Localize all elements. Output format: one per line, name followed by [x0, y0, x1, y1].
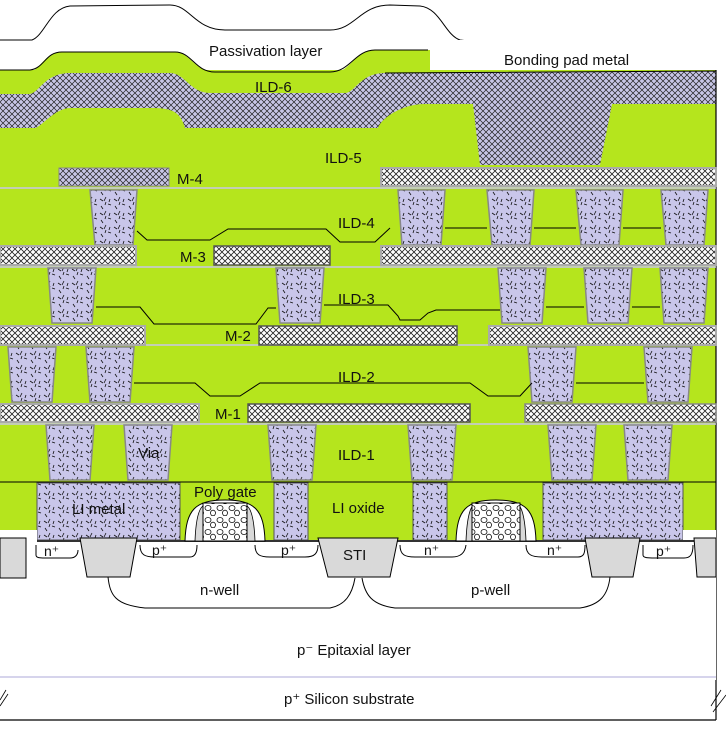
diffusion-label: p⁺ — [152, 542, 167, 558]
m1-label: M-1 — [215, 406, 241, 423]
li-oxide-label: LI oxide — [332, 500, 385, 517]
ild2-label: ILD-2 — [338, 369, 375, 386]
ild1-label: ILD-1 — [338, 447, 375, 464]
bonding-pad-metal — [0, 71, 716, 165]
passivation-label: Passivation layer — [209, 43, 322, 60]
local-interconnect — [36, 482, 684, 541]
vias-ild3 — [47, 267, 709, 324]
metal-4-right — [380, 167, 717, 187]
m2-label: M-2 — [225, 328, 251, 345]
ild3-label: ILD-3 — [338, 291, 375, 308]
vias-ild2 — [7, 346, 693, 403]
ild6-label: ILD-6 — [255, 79, 292, 96]
substrate-label: p⁺ Silicon substrate — [284, 691, 414, 708]
metal-2-left — [0, 325, 146, 346]
li-metal-label: LI metal — [72, 501, 125, 518]
sti-isolation — [0, 537, 717, 579]
sti-label: STI — [343, 547, 366, 564]
metal-1-middle — [247, 403, 471, 423]
bonding-pad-label: Bonding pad metal — [504, 52, 629, 69]
metal-1-left — [0, 403, 200, 423]
n-well — [107, 576, 356, 609]
metal-2-right — [488, 325, 717, 346]
poly-gate-nmos — [455, 499, 537, 542]
metal-2-middle — [258, 325, 458, 346]
diffusion-label: n⁺ — [44, 543, 59, 559]
diffusion-label: n⁺ — [547, 542, 562, 558]
metal-3-right — [380, 245, 717, 266]
poly-gate-pmos — [184, 499, 266, 542]
n-well-label: n-well — [200, 582, 239, 599]
p-well — [361, 576, 611, 609]
metal-3-middle — [213, 245, 331, 266]
m4-label: M-4 — [177, 171, 203, 188]
diffusion-label: n⁺ — [424, 542, 439, 558]
diffusion-label: p⁺ — [656, 543, 671, 559]
ild5-label: ILD-5 — [325, 150, 362, 167]
p-well-label: p-well — [471, 582, 510, 599]
m3-label: M-3 — [180, 249, 206, 266]
epitaxial-layer-label: p⁻ Epitaxial layer — [297, 642, 411, 659]
poly-gate-label: Poly gate — [194, 484, 257, 501]
ild4-label: ILD-4 — [338, 215, 375, 232]
metal-1-right — [524, 403, 717, 423]
metal-3-left — [0, 245, 137, 266]
diffusion-label: p⁺ — [281, 542, 296, 558]
vias-ild1 — [45, 424, 673, 481]
metal-4-left — [58, 167, 170, 187]
via-label: Via — [138, 445, 160, 462]
passivation-layer — [0, 4, 477, 100]
